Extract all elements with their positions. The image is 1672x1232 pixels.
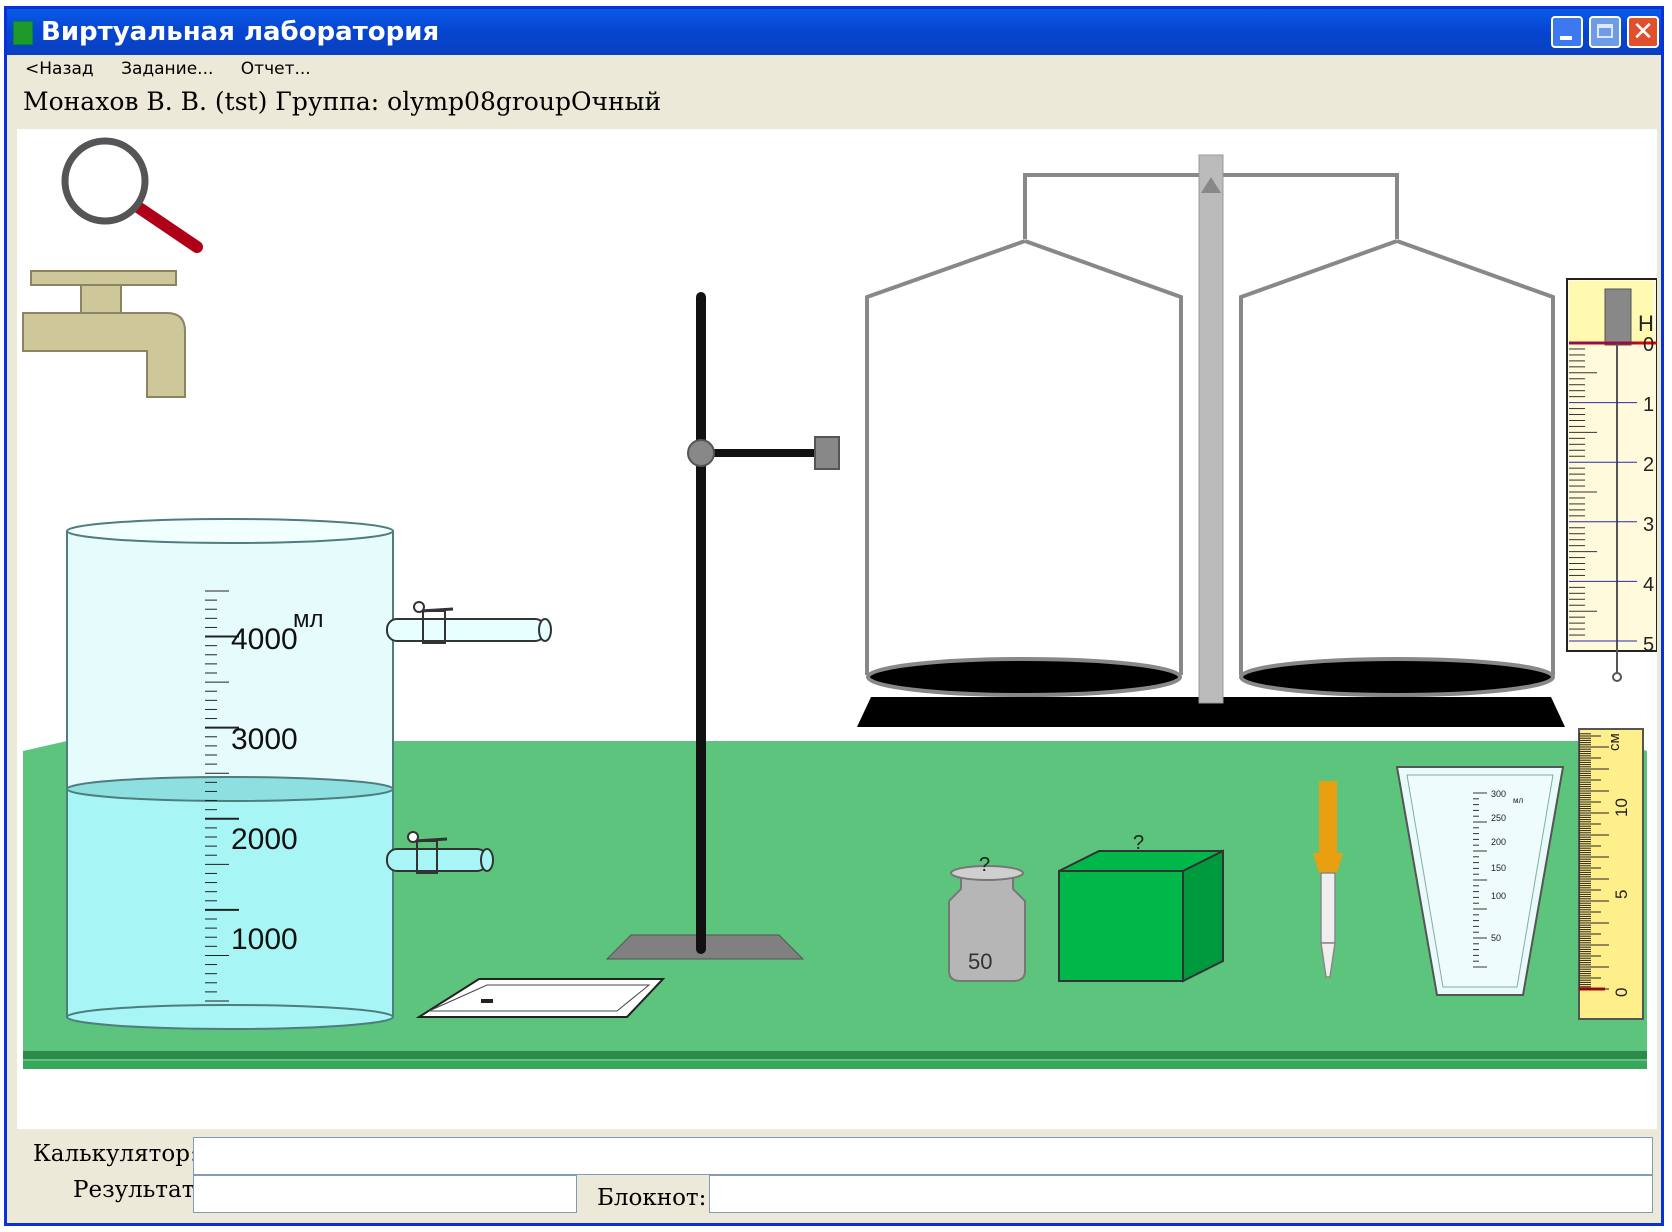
ruler-scale <box>1579 733 1609 990</box>
vessel-unit: мл <box>293 606 324 633</box>
table-edge-lower <box>23 1061 1647 1069</box>
result-label: Результат: <box>73 1177 203 1203</box>
weight-unknown-mark: ? <box>979 854 990 876</box>
dyn-label-0: 0 <box>1643 334 1654 356</box>
title-bar: Виртуальная лаборатория ✕ <box>7 9 1661 55</box>
menu-bar: <Назад Задание... Отчет... <box>7 59 315 83</box>
cup-label-100: 100 <box>1491 891 1506 901</box>
faucet-icon[interactable] <box>22 270 186 398</box>
big-vessel[interactable]: 4000 3000 2000 1000 мл <box>66 518 394 1030</box>
dropper[interactable] <box>1313 781 1343 978</box>
cube-unknown-mark: ? <box>1133 832 1144 854</box>
result-field[interactable] <box>193 1175 577 1213</box>
vessel-label-3000: 3000 <box>231 723 298 756</box>
cup-label-250: 250 <box>1491 813 1506 823</box>
notepad-label: Блокнот: <box>597 1185 707 1211</box>
cup-scale <box>1473 792 1487 968</box>
dyn-label-3: 3 <box>1643 514 1654 536</box>
cup-label-300: 300 <box>1491 789 1506 799</box>
minimize-button[interactable] <box>1551 16 1583 48</box>
ruler-label-5: 5 <box>1612 890 1631 899</box>
weight-label: 50 <box>968 949 992 974</box>
dynamometer-unit: Н <box>1638 311 1654 336</box>
weight-50[interactable]: 50 ? <box>948 854 1026 982</box>
maximize-button[interactable] <box>1589 16 1621 48</box>
vessel-label-1000: 1000 <box>231 923 298 956</box>
dyn-label-1: 1 <box>1643 394 1654 416</box>
cup-label-150: 150 <box>1491 863 1506 873</box>
balance-scale[interactable] <box>857 154 1565 727</box>
lab-scene: 4000 3000 2000 1000 мл <box>17 129 1657 1129</box>
user-info: Монахов В. В. (tst) Группа: olymp08group… <box>23 87 662 116</box>
dynamometer-scale <box>1569 342 1637 642</box>
ruler-label-0: 0 <box>1612 988 1631 997</box>
lower-outlet-tap[interactable] <box>386 831 494 874</box>
green-cube[interactable]: ? <box>1058 832 1224 983</box>
vessel-scale <box>205 590 239 1002</box>
tray[interactable] <box>415 978 666 1018</box>
notepad-field[interactable] <box>709 1175 1653 1213</box>
app-window: Виртуальная лаборатория ✕ <Назад Задание… <box>4 6 1664 1226</box>
table-edge <box>23 1051 1647 1059</box>
magnifier-icon[interactable] <box>61 137 203 253</box>
menu-back[interactable]: <Назад <box>25 59 94 79</box>
menu-report[interactable]: Отчет... <box>240 59 311 79</box>
app-icon <box>13 21 33 45</box>
vessel-label-2000: 2000 <box>231 823 298 856</box>
lab-table <box>23 741 1647 1069</box>
measuring-cup[interactable]: 300 250 200 150 100 50 мл <box>1395 766 1565 996</box>
dyn-label-2: 2 <box>1643 454 1654 476</box>
ruler-unit: см <box>1606 733 1623 751</box>
upper-outlet-tap[interactable] <box>386 601 552 644</box>
calculator-label: Калькулятор: <box>33 1141 198 1167</box>
bottom-panel: Калькулятор: Результат: Блокнот: <box>7 1131 1661 1221</box>
dyn-label-5: 5 <box>1643 634 1654 656</box>
cup-label-50: 50 <box>1491 933 1501 943</box>
vessel-label-4000: 4000 <box>231 623 298 656</box>
menu-task[interactable]: Задание... <box>121 59 214 79</box>
dyn-label-4: 4 <box>1643 574 1654 596</box>
ruler-label-10: 10 <box>1612 798 1631 817</box>
lab-stand[interactable] <box>605 292 840 960</box>
calculator-field[interactable] <box>193 1137 1653 1175</box>
close-button[interactable]: ✕ <box>1627 16 1659 48</box>
lab-canvas: 4000 3000 2000 1000 мл <box>17 129 1657 1129</box>
cup-label-200: 200 <box>1491 837 1506 847</box>
ruler[interactable]: см 10 5 0 <box>1578 728 1644 1020</box>
cup-unit: мл <box>1513 796 1524 805</box>
dynamometer[interactable]: Н 0 1 2 3 4 5 <box>1566 278 1657 682</box>
window-title: Виртуальная лаборатория <box>41 17 440 47</box>
